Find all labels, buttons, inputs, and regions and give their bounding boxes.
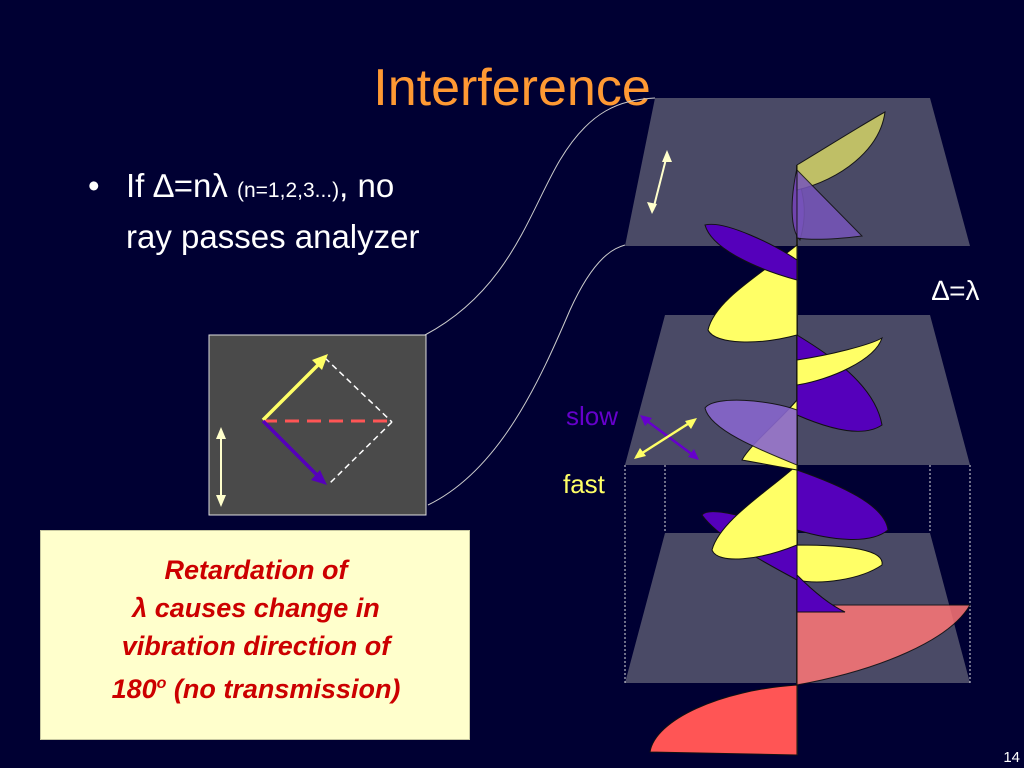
callout-angle: 180 bbox=[111, 674, 157, 704]
purple-wave-lobe-6 bbox=[704, 223, 798, 281]
callout-line-4: 180o (no transmission) bbox=[41, 665, 471, 708]
bullet-range: (n=1,2,3...) bbox=[237, 179, 340, 202]
bullet-marker: • bbox=[88, 167, 100, 204]
yellow-wave-lobe-1 bbox=[796, 544, 883, 583]
fast-label: fast bbox=[563, 469, 606, 499]
purple-wave-lobe-2 bbox=[796, 573, 846, 613]
bullet-line2: ray passes analyzer bbox=[126, 218, 420, 255]
bullet-suffix: , no bbox=[339, 167, 395, 204]
yellow-wave-lobe-6 bbox=[796, 111, 886, 191]
bullet-condition: If ∆=nλ bbox=[126, 167, 237, 204]
page-number: 14 bbox=[1003, 749, 1020, 766]
inset-vectors bbox=[261, 354, 393, 485]
purple-wave-lobe-8 bbox=[796, 168, 864, 240]
retardation-label: ∆=λ bbox=[932, 275, 979, 306]
callout-line-3: vibration direction of bbox=[121, 631, 391, 661]
purple-wave-lobe-3 bbox=[796, 469, 889, 540]
inset-double-arrow bbox=[216, 427, 226, 507]
red-wave-lobe-upper bbox=[796, 604, 971, 686]
analyzer-direction-arrow bbox=[647, 150, 672, 214]
callout-no-transmission: (no transmission) bbox=[166, 674, 401, 704]
slow-fast-arrows bbox=[634, 415, 699, 460]
yellow-wave-lobe-2 bbox=[711, 463, 798, 560]
purple-wave-lobe-4 bbox=[704, 399, 798, 466]
red-wave-lobe-lower bbox=[649, 684, 798, 756]
slow-label: slow bbox=[566, 401, 618, 431]
bullet-text: If ∆=nλ (n=1,2,3...), no ray passes anal… bbox=[126, 163, 526, 260]
slide-title: Interference bbox=[373, 59, 651, 117]
callout-line-1: Retardation of bbox=[164, 555, 348, 585]
connector-curve-top bbox=[424, 97, 656, 336]
yellow-wave-lobe-4 bbox=[796, 336, 883, 386]
callout-line-2: λ causes change in bbox=[132, 593, 380, 623]
callout-degree: o bbox=[156, 675, 167, 692]
callout-box: Retardation of λ causes change in vibrat… bbox=[40, 530, 470, 740]
crystal-edges bbox=[624, 465, 971, 683]
connector-curve-bottom bbox=[427, 244, 626, 506]
